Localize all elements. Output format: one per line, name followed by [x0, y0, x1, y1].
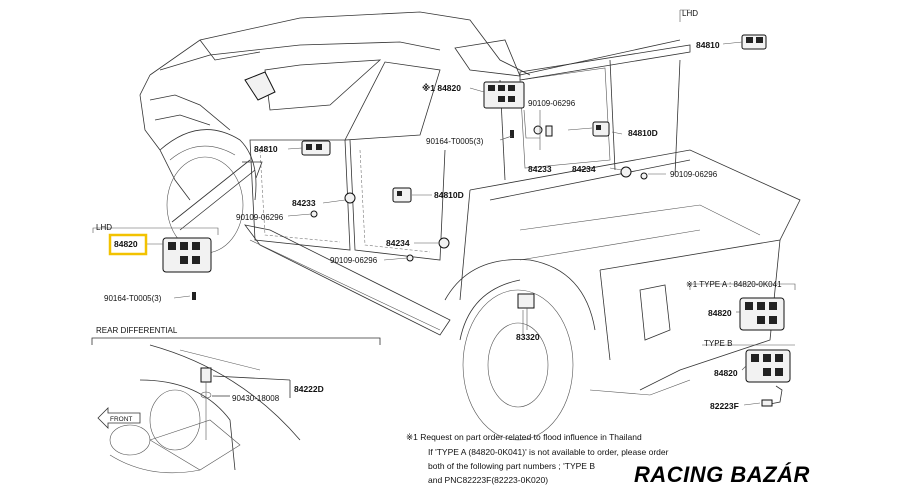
- part-84810d-cab-shape: [567, 121, 610, 137]
- part-84810d-door-shape: [392, 187, 412, 203]
- part-84820-left-shape: [162, 237, 212, 273]
- note-line-1: ※1 Request on part order related to floo…: [406, 432, 642, 442]
- label-84222d: 84222D: [294, 384, 324, 394]
- rear-differential-inset: [91, 337, 381, 474]
- label-90109-a: 90109-06296: [528, 99, 576, 108]
- label-90164-a: 90164-T0005(3): [426, 137, 484, 146]
- note-line-2: If 'TYPE A (84820-0K041)' is not availab…: [428, 447, 669, 457]
- label-84233-b: 84233: [292, 198, 316, 208]
- label-90164-b: 90164-T0005(3): [104, 294, 162, 303]
- label-84810d-a: 84810D: [628, 128, 658, 138]
- note-line-4: and PNC82223F(82223-0K020): [428, 475, 548, 485]
- racing-bazar-logo: RACING BAZÁR: [634, 462, 810, 487]
- label-83320: 83320: [516, 332, 540, 342]
- label-84810-door: 84810: [254, 144, 278, 154]
- leader-lines: [92, 9, 796, 406]
- label-82223f: 82223F: [710, 401, 739, 411]
- switch-parts: [162, 34, 791, 407]
- header-lhd-left: LHD: [96, 223, 112, 232]
- header-lhd-top: LHD: [682, 9, 698, 18]
- vehicle-outline: [139, 11, 801, 441]
- label-84820-type-a: 84820: [708, 308, 732, 318]
- part-84820-cab-shape: [483, 81, 525, 109]
- label-90109-c: 90109-06296: [236, 213, 284, 222]
- label-84810-top: 84810: [696, 40, 720, 50]
- label-84233-a: 84233: [528, 164, 552, 174]
- part-type-a-shape: [739, 297, 785, 331]
- label-84810d-b: 84810D: [434, 190, 464, 200]
- label-84234-b: 84234: [386, 238, 410, 248]
- label-84234-a: 84234: [572, 164, 596, 174]
- label-84820-left: 84820: [114, 239, 138, 249]
- label-front: FRONT: [110, 416, 132, 423]
- label-90109-d: 90109-06296: [330, 256, 378, 265]
- label-84820-star: ※1 84820: [422, 83, 461, 93]
- label-90430: 90430-18008: [232, 394, 280, 403]
- note-line-3: both of the following part numbers ; 'TY…: [428, 461, 595, 471]
- label-84820-type-b: 84820: [714, 368, 738, 378]
- highlight-box-84820: [108, 233, 148, 256]
- label-90109-b: 90109-06296: [670, 170, 718, 179]
- header-type-b: TYPE B: [704, 339, 732, 348]
- header-type-a: ※1 TYPE A : 84820-0K041: [686, 280, 782, 289]
- part-type-b-shape: [745, 349, 791, 383]
- part-84810-top-shape: [741, 34, 767, 50]
- labels: LHD 84810 ※1 84820 90109-06296 90164-T00…: [96, 9, 782, 485]
- header-rear-differential: REAR DIFFERENTIAL: [96, 326, 178, 335]
- part-84810-door-shape: [301, 140, 331, 156]
